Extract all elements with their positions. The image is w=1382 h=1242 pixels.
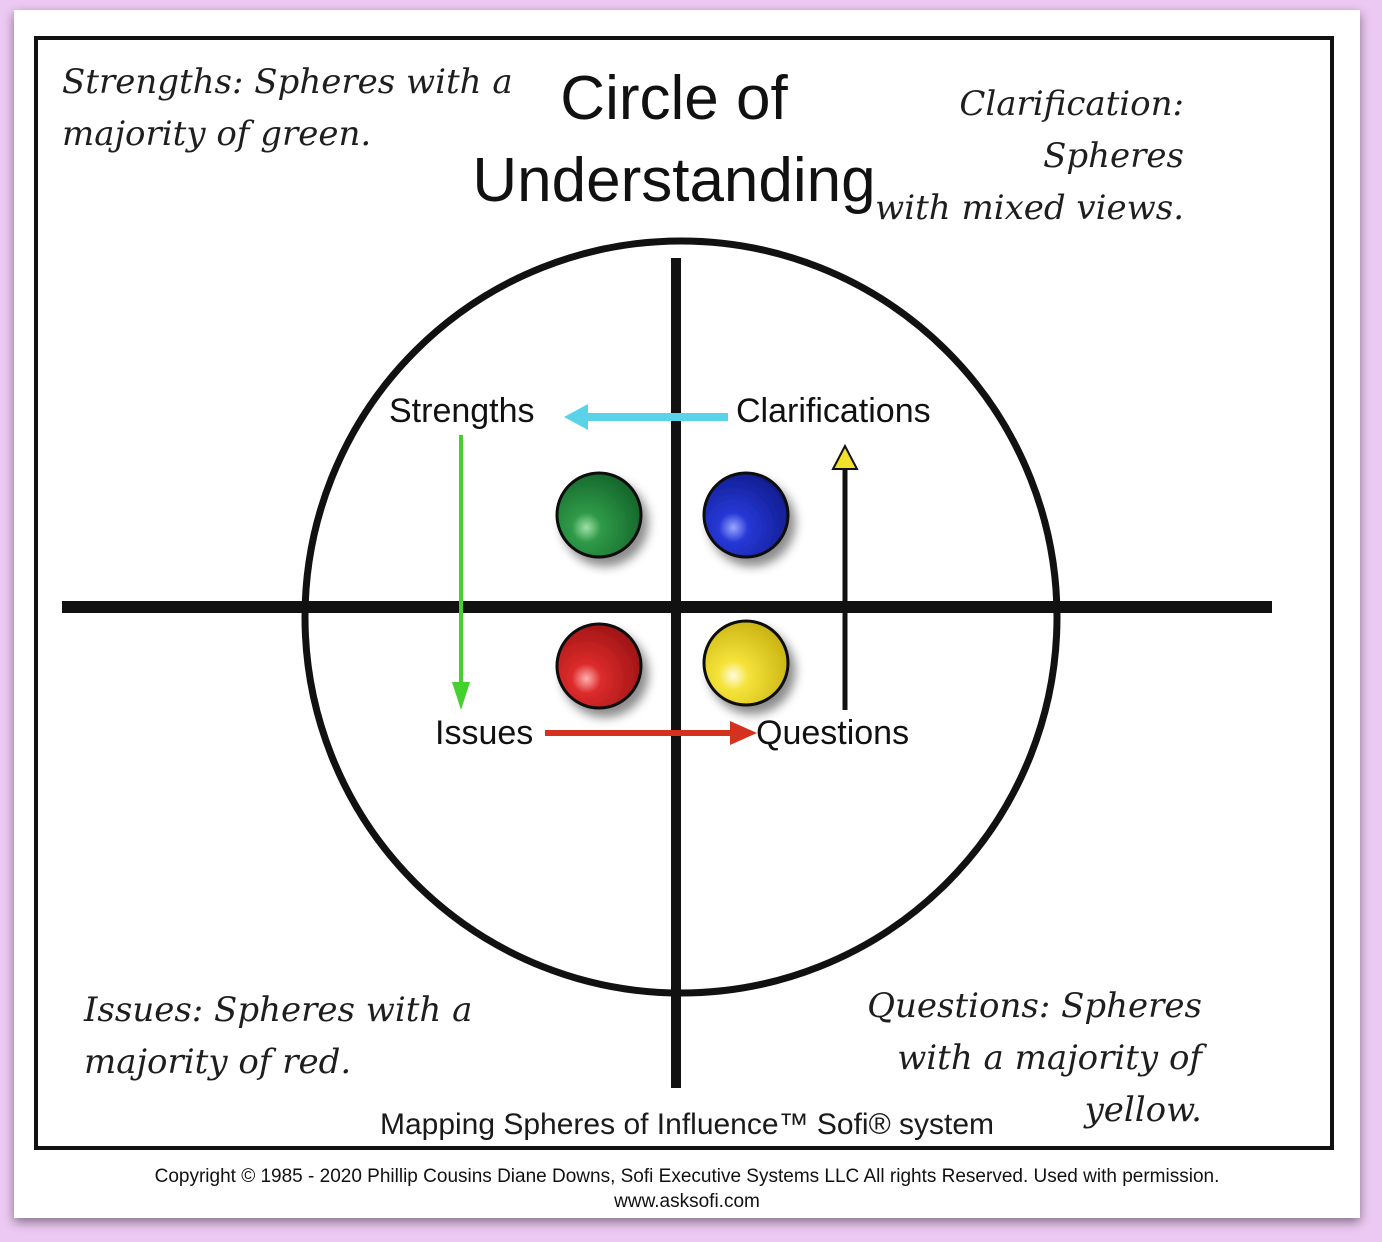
circle-diagram: Strengths Clarifications Issues Question… <box>62 237 1272 1088</box>
label-questions: Questions <box>756 714 909 752</box>
note-strengths-line-2: majority of green. <box>62 114 372 154</box>
website-url: www.asksofi.com <box>614 1191 760 1212</box>
note-issues: Issues: Spheres with a majority of red. <box>84 984 472 1088</box>
note-clarification-line-1: Clarification: Spheres <box>959 84 1184 176</box>
note-clarification: Clarification: Spheres with mixed views. <box>864 78 1184 234</box>
label-clarifications: Clarifications <box>736 392 931 430</box>
copyright-line: Copyright © 1985 - 2020 Phillip Cousins … <box>154 1166 1220 1187</box>
note-clarification-line-2: with mixed views. <box>875 188 1184 228</box>
note-issues-line-1: Issues: Spheres with a <box>84 990 473 1030</box>
diagram-frame <box>34 36 1334 1150</box>
sphere-blue <box>702 471 790 559</box>
page-title: Circle of Understanding <box>444 58 904 222</box>
note-strengths-line-1: Strengths: Spheres with a <box>62 62 513 102</box>
arrow-questions-to-clarifications <box>831 443 859 710</box>
note-strengths: Strengths: Spheres with a majority of gr… <box>62 56 513 160</box>
system-caption: Mapping Spheres of Influence™ Sofi® syst… <box>379 1108 995 1141</box>
sphere-red <box>555 622 643 710</box>
diagram-card: Strengths: Spheres with a majority of gr… <box>14 10 1360 1218</box>
arrow-clarifications-to-strengths <box>564 404 728 430</box>
note-issues-line-2: majority of red. <box>84 1042 352 1082</box>
label-strengths: Strengths <box>389 392 535 430</box>
title-line-1: Circle of <box>560 64 788 133</box>
arrow-issues-to-questions <box>545 721 757 745</box>
note-questions-line-1: Questions: Spheres <box>867 986 1202 1026</box>
note-questions: Questions: Spheres with a majority of ye… <box>794 980 1202 1136</box>
sphere-yellow <box>702 619 790 707</box>
sphere-green <box>555 471 643 559</box>
note-questions-line-2: with a majority of yellow. <box>897 1038 1202 1130</box>
copyright-notice: Copyright © 1985 - 2020 Phillip Cousins … <box>14 1164 1360 1214</box>
arrow-strengths-to-issues <box>452 435 470 710</box>
title-line-2: Understanding <box>472 146 876 215</box>
label-issues: Issues <box>435 714 533 752</box>
